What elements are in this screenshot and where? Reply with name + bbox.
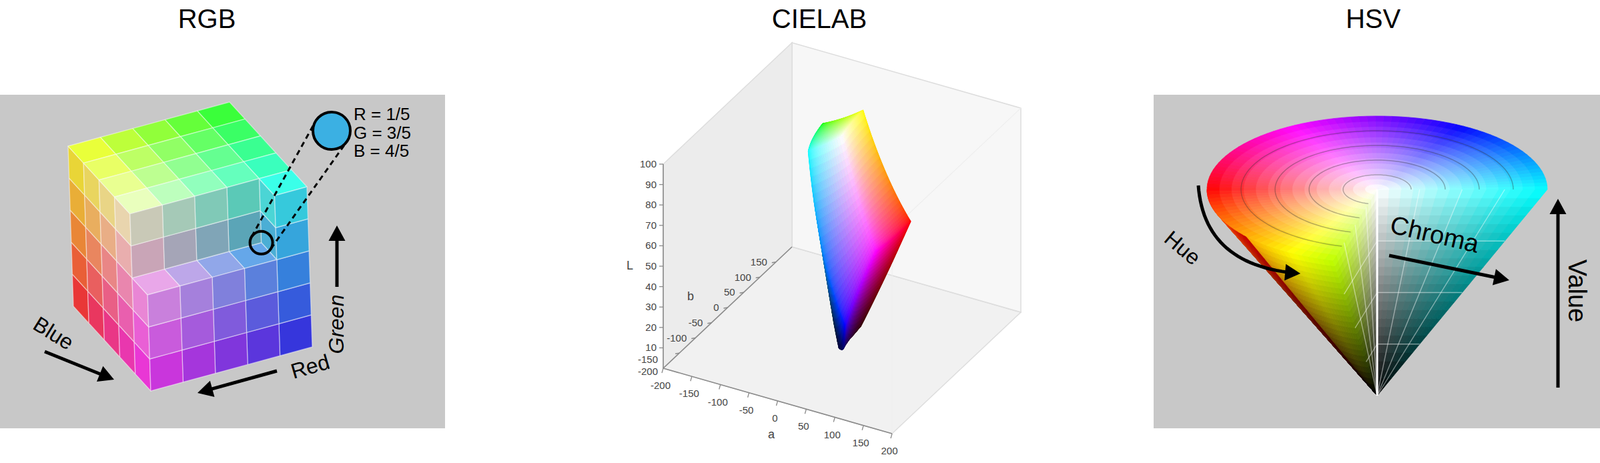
tick-mark [862, 425, 864, 431]
tick-mark [804, 409, 807, 414]
cielab-plot [659, 42, 1021, 439]
tick-mark [833, 417, 835, 423]
tick-mark [890, 433, 893, 439]
tick-mark [776, 401, 778, 406]
tick-mark [719, 384, 721, 390]
tick-mark [690, 376, 692, 381]
color-swatch-circle [312, 112, 351, 150]
tick-mark [747, 392, 750, 398]
tick-mark [661, 368, 664, 373]
